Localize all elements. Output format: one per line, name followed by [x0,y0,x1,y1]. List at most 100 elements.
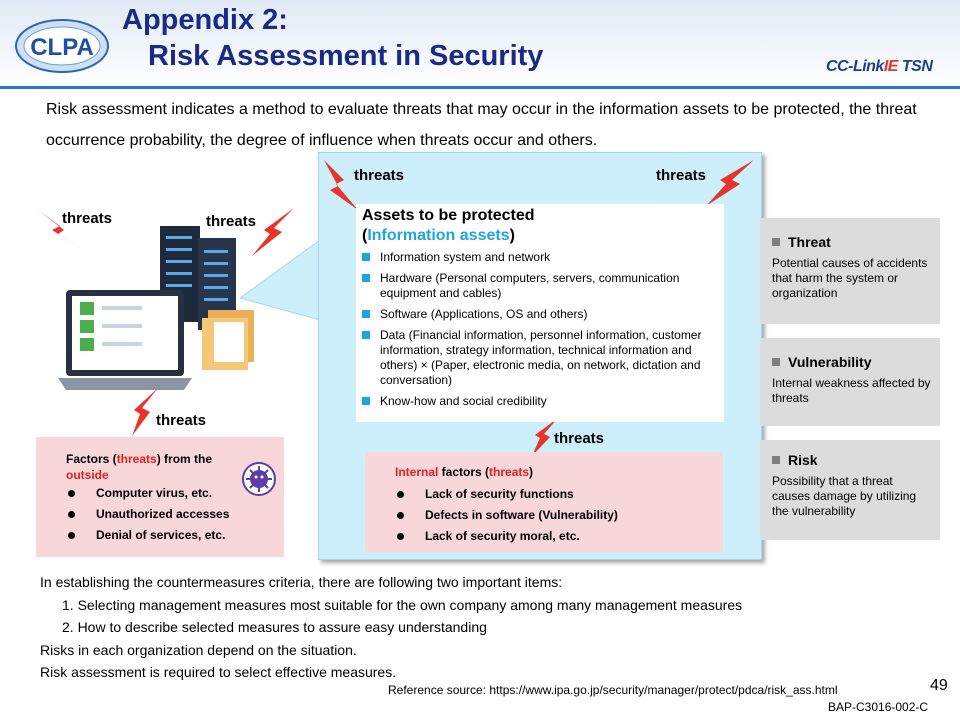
bullet-square-icon [362,310,370,318]
bullet-dot-icon [68,490,75,497]
definition-text: Possibility that a threat causes damage … [772,474,917,518]
lightning-icon [532,418,558,456]
threat-label: threats [656,167,707,184]
internal-threats-word: threats [489,465,530,479]
list-item: Computer virus, etc. [36,483,284,504]
list-item-text: Lack of security functions [425,487,574,501]
lightning-icon [706,160,754,206]
threat-label: threats [554,430,605,447]
assets-subtitle: (Information assets) [356,226,724,246]
bullet-dot-icon [68,511,75,518]
list-item-text: Computer virus, etc. [96,486,213,500]
definition-term: Threat [760,218,940,250]
definition-text: Potential causes of accidents that harm … [772,256,928,300]
title-line-2: Risk Assessment in Security [148,40,544,72]
svg-text:CLPA: CLPA [30,34,94,61]
list-item: Lack of security functions [365,484,723,505]
bullet-dot-icon [397,533,404,540]
internal-factors-word: factors ( [438,465,490,479]
threat-label: threats [62,210,113,227]
header-band [0,0,960,88]
definition-term-text: Risk [788,452,818,468]
list-item-text: Data (Financial information, personnel i… [380,328,702,387]
list-item-text: Know-how and social credibility [380,394,547,408]
document-id: BAP-C3016-002-C [828,700,929,714]
assets-subtitle-blue: Information assets [367,227,510,244]
list-item: Hardware (Personal computers, servers, c… [362,271,720,301]
computer-illustration-icon [58,226,254,390]
list-item: Denial of services, etc. [36,525,284,546]
list-item-text: Software (Applications, OS and others) [380,307,588,321]
bullet-square-icon [772,456,780,464]
laptop-icon [58,290,192,390]
definition-term: Vulnerability [760,338,940,370]
outside-word: outside [66,468,109,482]
bottom-text: In establishing the countermeasures crit… [40,571,920,684]
outside-threats-word: threats [116,452,157,466]
list-item-text: Denial of services, etc. [96,528,226,542]
list-item: Lack of security moral, etc. [365,526,723,547]
brand-ie: IE [883,58,899,75]
bullet-square-icon [772,238,780,246]
assets-subtitle-close: ) [509,227,515,244]
list-item-text: Defects in software (Vulnerability) [425,508,618,522]
threat-label: threats [206,213,257,230]
title-line-1: Appendix 2: [122,4,288,36]
page-title: Appendix 2: Risk Assessment in Security [122,2,543,74]
bottom-line: 2. How to describe selected measures to … [62,619,487,635]
bullet-dot-icon [397,512,404,519]
list-item: Know-how and social credibility [362,394,720,409]
list-item-text: Information system and network [380,250,551,264]
list-item: Defects in software (Vulnerability) [365,505,723,526]
internal-close: ) [529,465,534,479]
lightning-icon [38,210,86,252]
outside-factors-box: Factors (threats) from the outside Comput… [36,437,284,557]
outside-from-word: ) from the [156,452,213,466]
list-item: Unauthorized accesses [36,504,284,525]
bottom-line: Risks in each organization depend on the… [40,641,357,658]
header-divider [0,86,960,89]
brand-logo: CC-LinkIE TSN [826,58,933,76]
internal-word: Internal [395,465,439,479]
definition-vulnerability: Vulnerability Internal weakness affected… [760,338,940,426]
intro-text: Risk assessment indicates a method to ev… [46,101,917,149]
internal-factors-title: Internal factors (threats) [365,452,723,484]
bullet-square-icon [362,331,370,339]
assets-list: Information system and network Hardware … [356,250,724,409]
outside-factors-title: Factors (threats) from the outside [36,437,284,483]
definition-term-text: Vulnerability [788,354,872,370]
definition-text: Internal weakness affected by threats [772,376,931,405]
bullet-dot-icon [68,532,75,539]
threat-label: threats [156,412,207,429]
brand-tsn: TSN [897,58,933,75]
brand-cc: CC-Link [826,58,884,75]
definition-threat: Threat Potential causes of accidents tha… [760,218,940,324]
list-item: Data (Financial information, personnel i… [362,328,720,388]
assets-box: Assets to be protected (Information asse… [356,204,724,422]
lightning-icon [324,160,358,210]
bullet-square-icon [362,274,370,282]
lightning-icon [132,388,158,436]
bullet-square-icon [362,253,370,261]
definition-term-text: Threat [788,234,831,250]
assets-title: Assets to be protected [362,207,535,224]
bottom-line: Risk assessment is required to select ef… [40,664,397,680]
bullet-square-icon [772,358,780,366]
outside-factors-word: Factors ( [66,452,117,466]
threat-label: threats [354,167,405,184]
clpa-logo-icon: CLPA [15,19,109,73]
virus-icon [242,462,276,496]
bullet-dot-icon [397,491,404,498]
assets-subtitle-open: ( [362,227,368,244]
page-number: 49 [930,677,948,694]
folder-icon [202,310,254,370]
lightning-icon [252,208,294,256]
bullet-square-icon [362,397,370,405]
list-item: Software (Applications, OS and others) [362,307,720,322]
definition-term: Risk [760,440,940,468]
list-item-text: Lack of security moral, etc. [425,529,580,543]
list-item-text: Unauthorized accesses [96,507,230,521]
bottom-line: 1. Selecting management measures most su… [62,596,743,613]
reference-source: Reference source: https://www.ipa.go.jp/… [388,683,838,697]
bottom-line: In establishing the countermeasures crit… [40,574,563,590]
